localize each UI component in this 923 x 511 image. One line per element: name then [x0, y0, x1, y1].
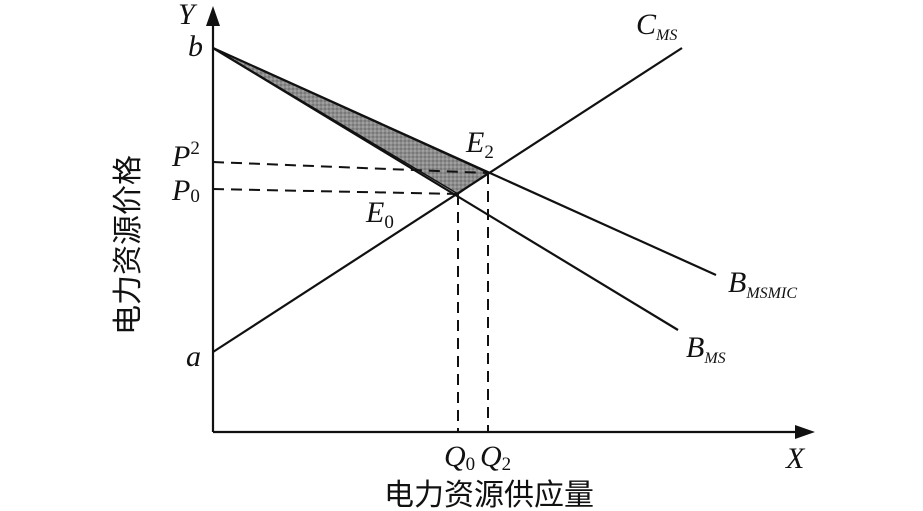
- p2-dashed-line: [212, 161, 489, 174]
- label-cms: CMS: [636, 8, 677, 44]
- label-a: a: [186, 340, 201, 373]
- x-axis-title: 电力资源供应量: [384, 478, 594, 511]
- label-p2: P2: [171, 138, 200, 173]
- y-axis-title: 电力资源价格: [111, 155, 146, 335]
- label-e2: E2: [465, 126, 494, 163]
- x-axis-arrow: [795, 425, 815, 439]
- p0-dashed-line: [212, 188, 459, 195]
- label-p0: P0: [171, 174, 200, 207]
- y-axis-letter: Y: [178, 0, 198, 31]
- bms-line: [212, 47, 679, 331]
- y-axis-arrow: [206, 6, 220, 26]
- label-b: b: [188, 30, 203, 63]
- shaded-triangle: [212, 47, 490, 195]
- label-q2: Q2: [480, 440, 511, 475]
- label-bms: BMS: [686, 331, 726, 367]
- label-q0: Q0: [444, 440, 475, 475]
- label-e0: E0: [365, 196, 394, 233]
- bmsmic-line: [212, 46, 717, 277]
- cms-line: [212, 47, 683, 353]
- label-bmsmic: BMSMIC: [728, 266, 797, 302]
- x-axis-letter: X: [785, 442, 806, 475]
